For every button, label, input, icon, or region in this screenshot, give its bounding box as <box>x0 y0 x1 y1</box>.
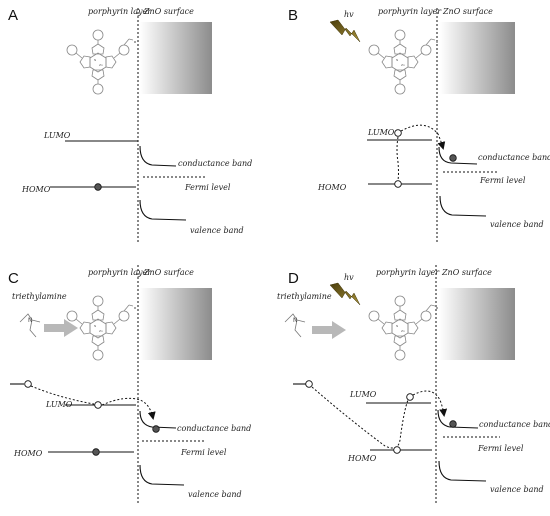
hole-circle <box>94 401 102 409</box>
valence-band-curve <box>139 464 185 486</box>
lightning-icon <box>329 19 361 43</box>
electron-donation-path <box>311 386 409 449</box>
zno-surface-label: ZnO surface <box>143 268 194 277</box>
fermi-level-label: Fermi level <box>180 448 227 457</box>
electron-dot <box>449 420 457 428</box>
electron-dot <box>94 183 102 191</box>
panel-d: D triethylamine N hv porphyrin layer ZnO… <box>277 265 550 505</box>
electron-donation-path <box>30 385 95 405</box>
conductance-band-label: conductance band <box>178 159 252 168</box>
electron-dot <box>92 448 100 456</box>
hole-circle <box>394 180 402 188</box>
electron-transfer-arrow <box>101 397 156 420</box>
porphyrin-layer-label: porphyrin layer <box>88 7 152 16</box>
panel-a: A porphyrin layer ZnO surface LUMO condu… <box>8 7 252 242</box>
hole-circle <box>393 446 401 454</box>
panel-letter: D <box>288 270 299 287</box>
fermi-level-label: Fermi level <box>477 444 524 453</box>
valence-band-label: valence band <box>188 490 242 499</box>
lumo-label: LUMO <box>43 131 71 140</box>
gray-arrow-icon <box>44 319 78 337</box>
panel-letter: A <box>8 7 18 24</box>
hole-circle <box>394 129 402 137</box>
valence-band-label: valence band <box>490 220 544 229</box>
valence-band-label: valence band <box>190 226 244 235</box>
panel-letter: B <box>288 7 298 24</box>
homo-label: HOMO <box>347 454 377 463</box>
fermi-level-label: Fermi level <box>479 176 526 185</box>
zno-surface-label: ZnO surface <box>143 7 194 16</box>
porphyrin-layer-label: porphyrin layer <box>88 268 152 277</box>
electron-dot <box>152 425 160 433</box>
zno-block <box>140 22 212 94</box>
panel-b: B hv porphyrin layer ZnO surface LUMO co… <box>288 7 550 242</box>
panel-letter: C <box>8 270 19 287</box>
triethylamine-molecule-icon <box>284 313 306 338</box>
fermi-level-label: Fermi level <box>184 183 231 192</box>
porphyrin-layer-label: porphyrin layer <box>378 7 442 16</box>
valence-band-curve <box>439 195 487 217</box>
lightning-icon <box>329 282 361 306</box>
zno-surface-label: ZnO surface <box>441 268 492 277</box>
conductance-band-curve <box>139 410 177 429</box>
excitation-path <box>396 136 399 181</box>
electron-dot <box>449 154 457 162</box>
zno-block <box>440 22 515 94</box>
zno-block <box>439 288 515 360</box>
homo-label: HOMO <box>317 183 347 192</box>
triethylamine-label: triethylamine <box>277 292 332 301</box>
hv-label: hv <box>344 10 354 19</box>
homo-label: HOMO <box>13 449 43 458</box>
svg-text:N: N <box>28 317 33 324</box>
porphyrin-molecule-icon <box>66 29 137 95</box>
homo-label: HOMO <box>21 185 51 194</box>
lumo-label: LUMO <box>367 128 395 137</box>
electron-transfer-arrow <box>400 124 446 150</box>
conductance-band-label: conductance band <box>177 424 251 433</box>
conductance-band-curve <box>437 409 479 429</box>
hv-label: hv <box>344 273 354 282</box>
svg-text:N: N <box>293 317 298 324</box>
conductance-band-curve <box>438 146 478 165</box>
zno-surface-label: ZnO surface <box>442 7 493 16</box>
porphyrin-molecule-icon <box>368 29 439 95</box>
gray-arrow-icon <box>312 321 346 339</box>
conductance-band-label: conductance band <box>479 420 550 429</box>
triethylamine-molecule-icon <box>19 313 41 338</box>
conductance-band-curve <box>139 145 177 167</box>
hole-circle <box>305 380 313 388</box>
hole-circle <box>24 380 32 388</box>
valence-band-label: valence band <box>490 485 544 494</box>
porphyrin-layer-label: porphyrin layer <box>376 268 440 277</box>
conductance-band-label: conductance band <box>478 153 550 162</box>
hole-circle <box>406 393 414 401</box>
triethylamine-label: triethylamine <box>12 292 67 301</box>
panel-c: C triethylamine N porphyrin layer ZnO su… <box>8 265 251 505</box>
valence-band-curve <box>139 199 187 221</box>
porphyrin-molecule-icon <box>368 295 439 361</box>
lumo-label: LUMO <box>349 390 377 399</box>
zno-block <box>140 288 212 360</box>
lumo-label: LUMO <box>45 400 73 409</box>
valence-band-curve <box>438 460 487 482</box>
